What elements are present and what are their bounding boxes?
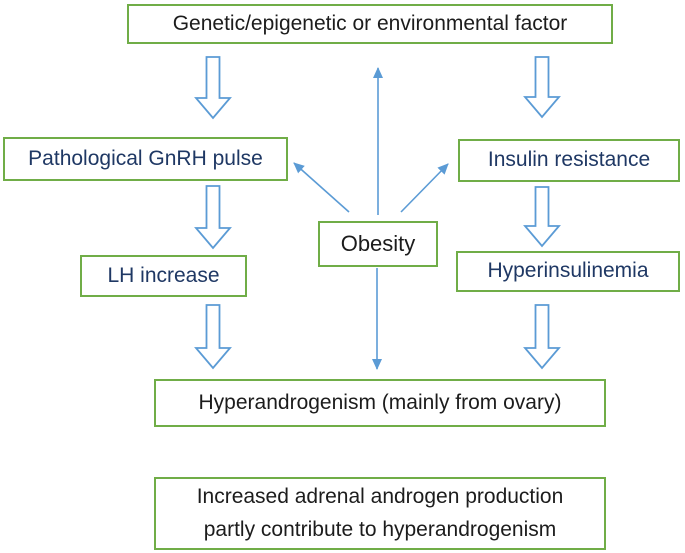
box-hyperandrogenism: Hyperandrogenism (mainly from ovary) (154, 379, 606, 427)
thin-arrow-obesity-to-insulin (400, 163, 449, 213)
box-gnrh-label: Pathological GnRH pulse (28, 146, 263, 170)
block-arrow-lh-to-hyperandro (194, 304, 232, 370)
block-arrow-insulin-to-hyperins (523, 186, 561, 248)
box-hyperins-label: Hyperinsulinemia (487, 259, 649, 283)
box-insulin-label: Insulin resistance (487, 148, 651, 172)
block-arrow-genetic-to-gnrh (194, 56, 232, 120)
box-lh-increase: LH increase (80, 255, 247, 297)
box-hyperandro-label: Hyperandrogenism (mainly from ovary) (198, 390, 562, 414)
box-adrenal-androgen-production: Increased adrenal androgen production pa… (154, 477, 606, 550)
box-obesity-label: Obesity (340, 231, 416, 257)
box-genetic-environmental-factor: Genetic/epigenetic or environmental fact… (127, 4, 613, 44)
box-hyperinsulinemia: Hyperinsulinemia (456, 251, 680, 292)
thin-arrow-obesity-to-gnrh (293, 162, 350, 213)
box-lh-label: LH increase (107, 263, 220, 287)
block-arrow-genetic-to-insulin (523, 56, 561, 119)
box-pathological-gnrh-pulse: Pathological GnRH pulse (3, 137, 288, 181)
box-adrenal-line1: Increased adrenal androgen production (196, 484, 564, 508)
block-arrow-gnrh-to-lh (194, 185, 232, 250)
box-insulin-resistance: Insulin resistance (458, 139, 680, 182)
box-adrenal-line2: partly contribute to hyperandrogenism (203, 517, 557, 541)
block-arrow-hyperins-to-hyperandro (523, 304, 561, 370)
box-genetic-label: Genetic/epigenetic or environmental fact… (172, 11, 568, 35)
box-obesity: Obesity (318, 221, 438, 267)
